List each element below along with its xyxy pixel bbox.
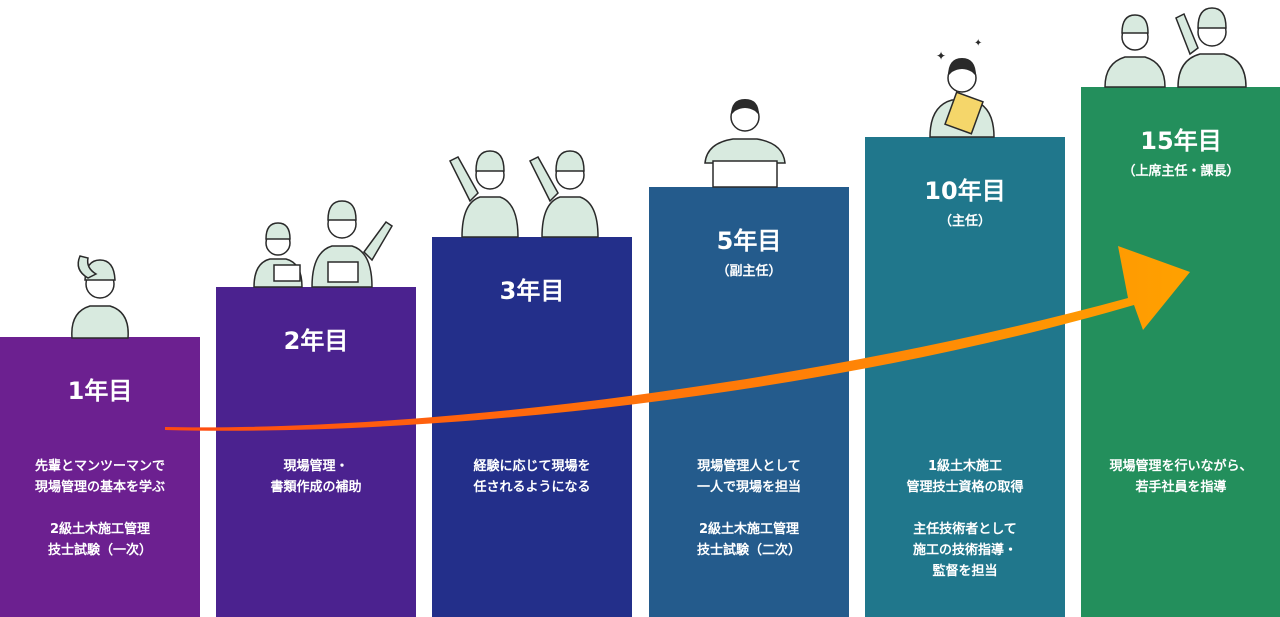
step-description: 経験に応じて現場を 任されるようになる xyxy=(473,459,591,495)
worker-icon xyxy=(1104,14,1166,88)
worker-icon xyxy=(528,150,599,238)
step-description: 現場管理・ 書類作成の補助 xyxy=(270,459,362,495)
worker-icon xyxy=(704,99,786,188)
step-description: 先輩とマンツーマンで 現場管理の基本を学ぶ 2級土木施工管理 技士試験（一次） xyxy=(34,459,165,558)
worker-icon xyxy=(1175,7,1247,88)
step-title: 1年目 xyxy=(67,377,133,405)
step-title: 15年目 xyxy=(1140,127,1222,155)
step-description: 現場管理人として 一人で現場を担当 2級土木施工管理 技士試験（二次） xyxy=(696,459,801,558)
worker-icon xyxy=(448,150,519,238)
worker-icon: ✦ ✦ xyxy=(929,38,995,138)
worker-icon xyxy=(253,222,303,288)
svg-text:✦: ✦ xyxy=(936,49,946,63)
worker-icon xyxy=(71,255,129,339)
svg-text:✦: ✦ xyxy=(974,38,982,49)
step-subtitle: （上席主任・課長） xyxy=(1122,164,1240,179)
worker-icon xyxy=(311,200,394,288)
step-description: 現場管理を行いながら、 若手社員を指導 xyxy=(1109,459,1253,495)
step-title: 10年目 xyxy=(924,177,1006,205)
step-subtitle: （主任） xyxy=(938,214,991,229)
step-description: 1級土木施工 管理技士資格の取得 主任技術者として 施工の技術指導・ 監督を担当 xyxy=(906,459,1024,579)
